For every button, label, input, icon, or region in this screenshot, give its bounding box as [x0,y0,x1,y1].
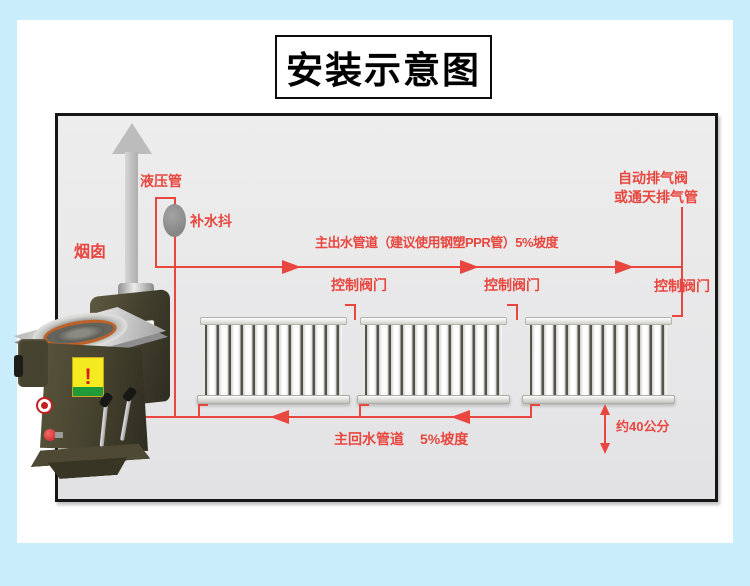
heating-stove: ! [14,281,178,477]
branch-elbow [507,304,518,306]
page-title-text: 安装示意图 [286,50,481,91]
supply-flow-arrow-icon [460,260,479,274]
supply-flow-arrow-icon [615,260,634,274]
return-stub [530,404,540,406]
radiator-top-cap [200,317,347,325]
return-stub [198,404,208,406]
air-valve-label-line2: 或通天排气管 [614,189,698,205]
chimney-pipe [125,152,138,300]
radiator-bottom-cap [197,395,350,404]
hydraulic-pipe-label: 液压管 [140,173,182,189]
control-valve-label-2: 控制阀门 [484,277,540,293]
return-line-label: 主回水管道 [334,431,404,447]
control-valve-label-1: 控制阀门 [331,277,387,293]
radiator-1 [197,317,350,404]
radiator-top-cap [525,317,672,325]
stove-drain-knob [44,429,56,441]
stove-warning-sticker: ! [72,357,104,397]
hydraulic-pipe-jog [155,197,176,199]
water-refill-label: 补水抖 [190,213,232,229]
branch-drop [516,304,518,320]
radiator-fins [365,325,502,395]
return-pipe [132,416,532,418]
radiator-fins [205,325,342,395]
branch-drop [354,304,356,320]
radiator-2 [357,317,510,404]
return-slope-label: 5%坡度 [420,431,469,447]
chimney-label: 烟囱 [74,244,107,261]
page-title: 安装示意图 [275,35,492,99]
stove-door-handle [14,355,23,377]
return-stub [359,404,369,406]
hydraulic-pipe-line [155,197,157,268]
supply-line-label: 主出水管道（建议使用钢塑PPR管）5%坡度 [315,235,559,250]
chimney-arrow-icon [112,123,152,154]
radiator-bottom-cap [357,395,510,404]
branch-elbow [345,304,356,306]
return-drop [198,404,200,417]
return-flow-arrow-icon [270,410,289,424]
dimension-arrow-up-icon [600,404,610,415]
supply-flow-arrow-icon [282,260,301,274]
return-drop [530,404,532,417]
diagram-panel: 烟囱 液压管 补水抖 主出水管道（建议使用钢塑PPR管）5%坡度 控制阀门 控制… [55,113,718,502]
stove-ash-door [18,339,48,387]
radiator-fins [530,325,667,395]
return-flow-arrow-icon [451,410,470,424]
dimension-line [604,409,606,447]
radiator-bottom-cap [522,395,675,404]
air-valve-riser [681,207,683,317]
radiator-3 [522,317,675,404]
control-valve-label-3: 控制阀门 [654,278,710,294]
branch-elbow [672,315,683,317]
return-drop [359,404,361,417]
air-valve-label-line1: 自动排气阀 [618,170,688,186]
stove-logo-badge [36,397,53,414]
refill-drop-line [174,197,176,418]
stove-drain-stem [55,432,63,438]
height-dimension-label: 约40公分 [616,419,670,434]
radiator-top-cap [360,317,507,325]
dimension-arrow-down-icon [600,443,610,454]
supply-pipe [155,266,682,268]
water-refill-tank [163,204,186,237]
